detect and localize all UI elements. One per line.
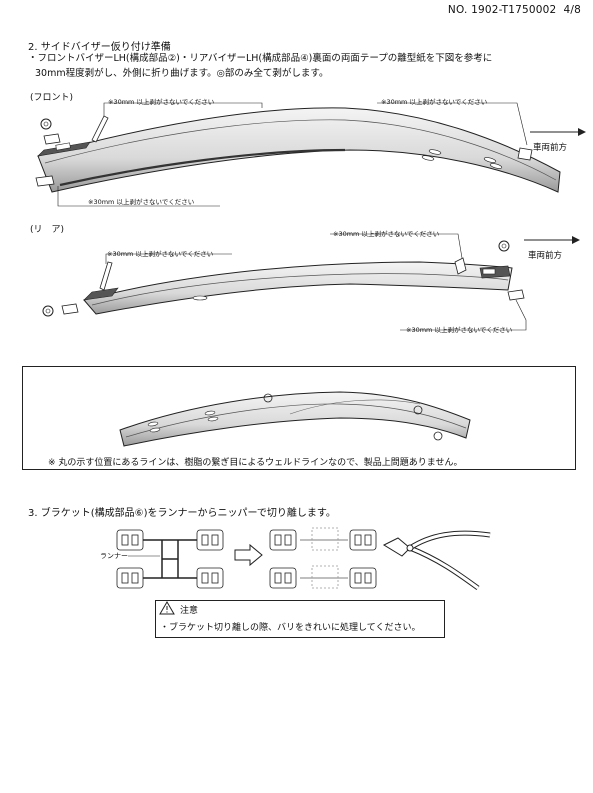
- runner-label: ランナー: [100, 551, 128, 561]
- runner-before-drawing: [116, 529, 224, 589]
- front-note-left: ※30mm 以上剥がさないでください: [108, 98, 215, 106]
- section-3-title: 3. ブラケット(構成部品⑥)をランナーからニッパーで切り離します。: [28, 508, 336, 519]
- doc-number-text: NO. 1902-T1750002: [447, 4, 557, 16]
- section-2-line-2: 30mm程度剥がし、外側に折り曲げます。◎部のみ全て剥がします。: [35, 68, 329, 79]
- front-label: (フロント): [30, 93, 74, 103]
- rear-label: (リ ア): [30, 225, 65, 235]
- caution-text: ・ブラケット切り離しの際、バリをきれいに処理してください。: [160, 623, 421, 633]
- front-note-right: ※30mm 以上剥がさないでください: [381, 98, 488, 106]
- front-direction-label: 車両前方: [533, 143, 568, 153]
- caution-title: 注意: [180, 606, 199, 616]
- nipper-tool-icon: [382, 530, 491, 591]
- weld-mark-3: [433, 431, 443, 441]
- section-2-line-1: ・フロントバイザーLH(構成部品②)・リアバイザーLH(構成部品④)裏面の両面テ…: [28, 53, 493, 64]
- weld-mark-1: [263, 393, 273, 403]
- caution-box: [155, 600, 445, 638]
- weld-line-note-text: ※ 丸の示す位置にあるラインは、樹脂の繋ぎ目によるウェルドラインなので、製品上問…: [48, 458, 463, 468]
- weld-line-notebox: [22, 366, 576, 470]
- front-visor-drawing: [35, 102, 586, 207]
- rear-direction-label: 車両前方: [528, 251, 563, 261]
- runner-after-drawing: [269, 527, 377, 589]
- rear-visor-drawing: [42, 233, 580, 331]
- document-number: NO. 1902-T1750002 4/8: [448, 4, 581, 16]
- front-note-bottom: ※30mm 以上剥がさないでください: [88, 198, 195, 206]
- section-2-title: 2. サイドバイザー仮り付け準備: [28, 42, 171, 53]
- weld-mark-2: [413, 405, 423, 415]
- process-arrow-icon: [234, 543, 263, 567]
- page-number: 4/8: [563, 4, 581, 16]
- weld-line-drawing: [119, 391, 471, 447]
